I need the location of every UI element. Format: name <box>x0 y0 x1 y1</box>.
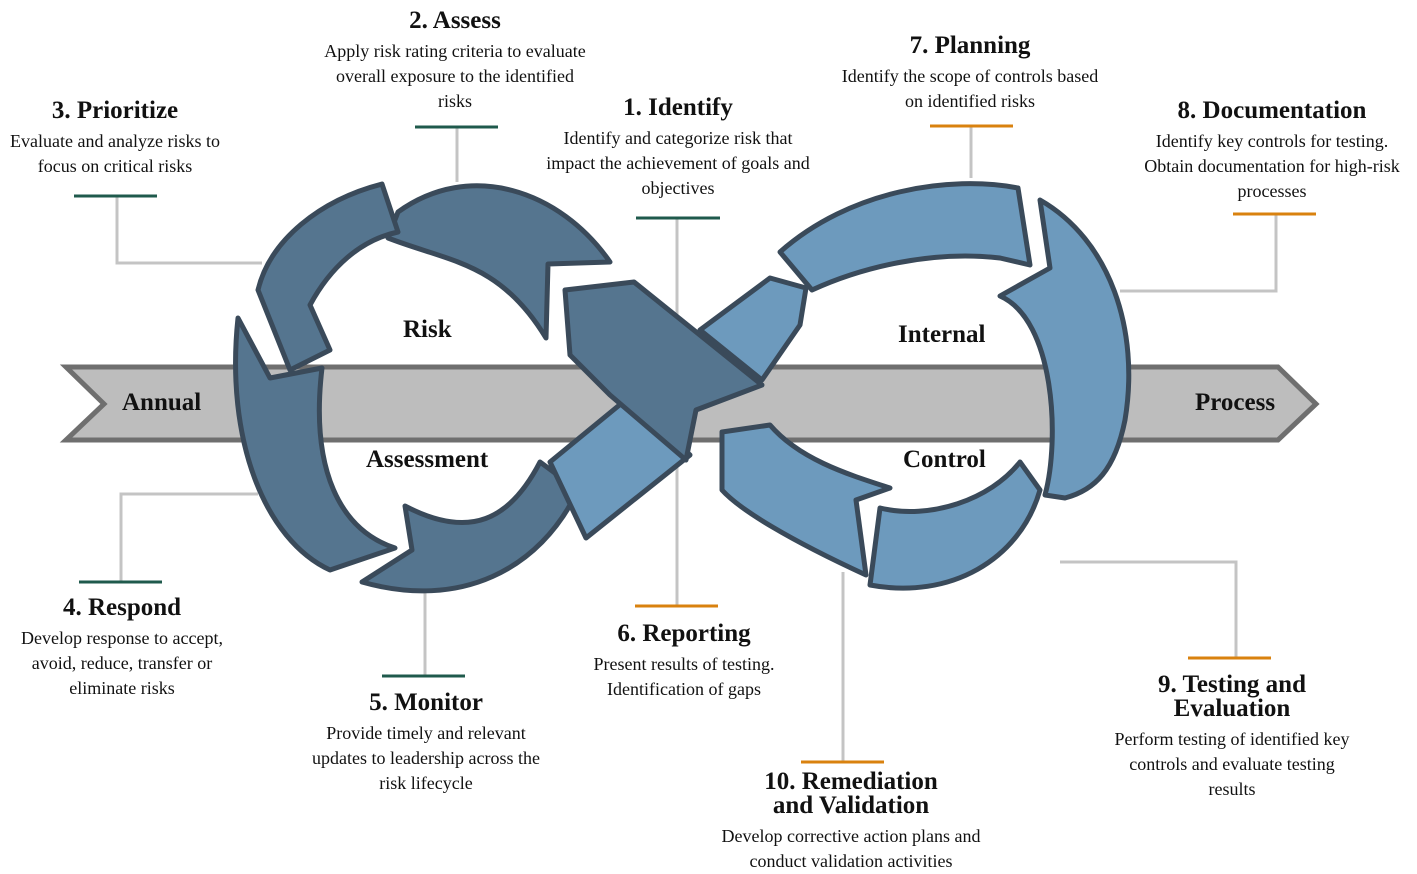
center-label-risk: Risk <box>403 316 452 343</box>
step-planning-title: 7. Planning <box>909 32 1031 59</box>
arrow-segment-remediation <box>719 422 893 578</box>
step-reporting-desc: Present results of testing. Identificati… <box>593 654 775 699</box>
arrow-segment-identify <box>562 279 765 463</box>
step-respond: 4. Respond Develop response to accept, a… <box>12 594 232 701</box>
step-monitor-desc: Provide timely and relevant updates to l… <box>312 723 540 793</box>
band-label-annual: Annual <box>122 389 202 416</box>
step-monitor: 5. Monitor Provide timely and relevant u… <box>304 689 548 796</box>
step-assess-desc: Apply risk rating criteria to evaluate o… <box>324 41 586 111</box>
step-assess: 2. Assess Apply risk rating criteria to … <box>320 7 590 114</box>
step-assess-title: 2. Assess <box>409 7 501 34</box>
arrow-segment-testing <box>867 459 1043 591</box>
step-prioritize: 3. Prioritize Evaluate and analyze risks… <box>4 97 226 179</box>
arrow-segment-prioritize <box>255 181 401 373</box>
arrow-segment-respond <box>233 315 398 573</box>
leader-line-documentation <box>1120 214 1278 293</box>
step-remediation: 10. Remediation and Validation Develop c… <box>700 768 1002 874</box>
arrow-segment-documentation <box>997 197 1132 501</box>
step-respond-desc: Develop response to accept, avoid, reduc… <box>21 628 223 698</box>
step-monitor-title: 5. Monitor <box>369 689 483 716</box>
arrow-segment-planning <box>777 181 1033 293</box>
band-label-process: Process <box>1195 389 1276 416</box>
leader-line-testing <box>1060 560 1238 658</box>
center-label-control: Control <box>903 446 986 473</box>
leader-line-prioritize <box>115 196 262 265</box>
step-documentation-title: 8. Documentation <box>1177 97 1367 124</box>
step-testing-desc: Perform testing of identified key contro… <box>1114 729 1350 799</box>
center-label-internal: Internal <box>898 321 986 348</box>
step-documentation-desc: Identify key controls for testing. Obtai… <box>1144 131 1400 201</box>
step-testing: 9. Testing and Evaluation Perform testin… <box>1112 671 1352 802</box>
step-remediation-title: 10. Remediation and Validation <box>764 768 938 819</box>
arrow-segment-cross-upper <box>697 275 809 383</box>
step-documentation: 8. Documentation Identify key controls f… <box>1134 97 1410 204</box>
step-identify-title: 1. Identify <box>623 94 733 121</box>
center-label-assessment: Assessment <box>366 446 489 473</box>
step-remediation-desc: Develop corrective action plans and cond… <box>721 826 981 871</box>
step-planning-desc: Identify the scope of controls based on … <box>841 66 1099 111</box>
step-identify-desc: Identify and categorize risk that impact… <box>546 128 810 198</box>
step-prioritize-desc: Evaluate and analyze risks to focus on c… <box>10 131 220 176</box>
arrow-segment-monitor <box>359 459 581 594</box>
step-testing-title: 9. Testing and Evaluation <box>1158 671 1306 722</box>
infinity-loop <box>233 181 1132 594</box>
step-identify: 1. Identify Identify and categorize risk… <box>542 94 814 201</box>
step-planning: 7. Planning Identify the scope of contro… <box>840 32 1100 114</box>
step-reporting-title: 6. Reporting <box>617 620 751 647</box>
arrow-segment-assess <box>385 183 613 341</box>
step-markers <box>74 124 1316 764</box>
step-reporting: 6. Reporting Present results of testing.… <box>570 620 798 702</box>
step-prioritize-title: 3. Prioritize <box>51 97 179 124</box>
leader-line-respond <box>119 492 258 582</box>
step-respond-title: 4. Respond <box>62 594 182 621</box>
